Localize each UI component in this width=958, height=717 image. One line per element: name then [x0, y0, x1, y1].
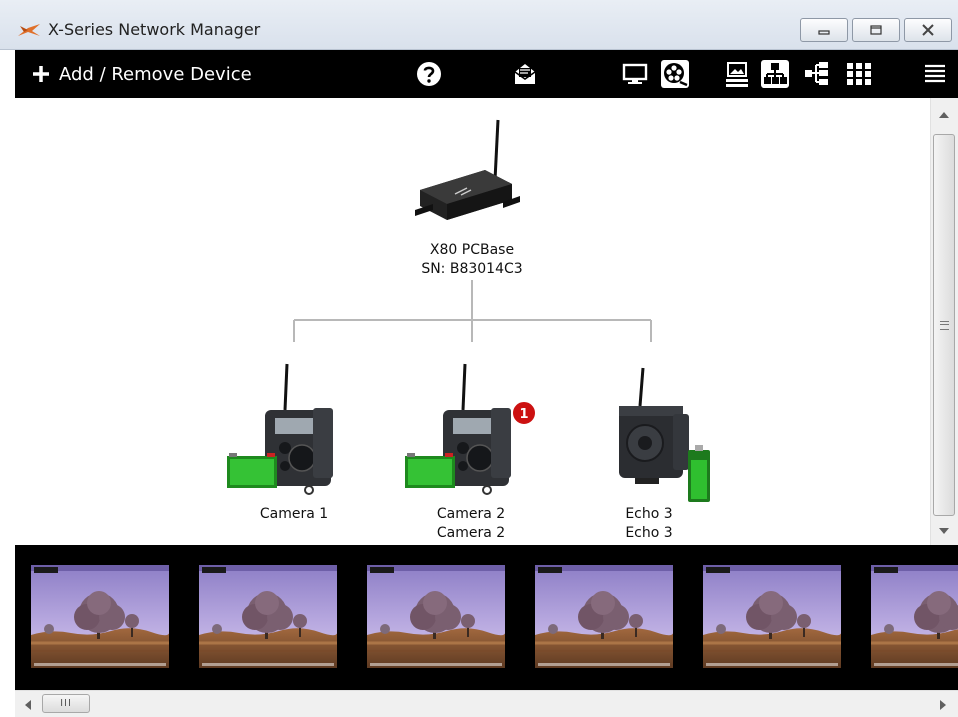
- add-remove-device-button[interactable]: Add / Remove Device: [31, 60, 252, 88]
- close-icon: [922, 24, 934, 36]
- maximize-button[interactable]: [852, 18, 900, 42]
- thumbnail-image[interactable]: [703, 565, 841, 668]
- help-icon[interactable]: [415, 60, 443, 88]
- pcbase-label: X80 PCBase SN: B83014C3: [372, 241, 572, 279]
- thumbnail-image[interactable]: [871, 565, 958, 668]
- thumbnail-image[interactable]: [535, 565, 673, 668]
- scroll-down-arrow-icon[interactable]: [939, 528, 949, 534]
- echo-3-name: Echo 3: [625, 506, 673, 522]
- camera-2-subname: Camera 2: [436, 525, 506, 541]
- close-button[interactable]: [904, 18, 952, 42]
- network-view: 1 X80 PCBase SN: B83014C3 Camera 1 Camer…: [15, 98, 930, 545]
- camera-1-device-icon[interactable]: [227, 363, 333, 495]
- app-logo-icon: [18, 24, 40, 36]
- image-list-icon[interactable]: [723, 60, 751, 88]
- add-remove-device-label: Add / Remove Device: [59, 63, 252, 85]
- hierarchy-icon[interactable]: [803, 60, 831, 88]
- menu-icon[interactable]: [921, 60, 949, 88]
- title-bar: X-Series Network Manager: [0, 0, 958, 50]
- mail-icon[interactable]: [511, 60, 539, 88]
- echo-3-device-icon[interactable]: [619, 367, 710, 502]
- plus-icon: [33, 66, 49, 82]
- thumbnail-image[interactable]: [31, 565, 169, 668]
- thumbnail-image[interactable]: [199, 565, 337, 668]
- image-filmstrip: [15, 545, 958, 690]
- pcbase-name: X80 PCBase: [429, 242, 515, 258]
- network-tree-icon[interactable]: [761, 60, 789, 88]
- vertical-scroll-thumb[interactable]: [933, 134, 955, 516]
- scroll-grip-icon: [940, 321, 949, 330]
- scroll-right-arrow-icon[interactable]: [940, 700, 946, 710]
- camera-2-device-icon[interactable]: [405, 363, 511, 495]
- notification-badge[interactable]: 1: [511, 400, 537, 426]
- horizontal-scrollbar[interactable]: III: [15, 690, 958, 717]
- minimize-button[interactable]: [800, 18, 848, 42]
- monitor-icon[interactable]: [621, 60, 649, 88]
- film-reel-icon[interactable]: [661, 60, 689, 88]
- window-title: X-Series Network Manager: [48, 20, 261, 39]
- camera-1-name: Camera 1: [259, 506, 329, 522]
- pcbase-device-icon[interactable]: [415, 119, 520, 220]
- horizontal-scroll-thumb[interactable]: III: [42, 694, 90, 713]
- camera-1-label: Camera 1: [194, 505, 394, 524]
- pcbase-serial: SN: B83014C3: [421, 261, 523, 277]
- toolbar: Add / Remove Device: [15, 50, 958, 98]
- echo-3-label: Echo 3 Echo 3: [549, 505, 749, 543]
- grid-icon[interactable]: [845, 60, 873, 88]
- echo-3-subname: Echo 3: [625, 525, 673, 541]
- scroll-left-arrow-icon[interactable]: [25, 700, 31, 710]
- camera-2-label: Camera 2 Camera 2: [371, 505, 571, 543]
- maximize-icon: [870, 25, 882, 35]
- minimize-icon: [818, 30, 830, 35]
- connection-lines: [293, 280, 652, 342]
- thumbnail-image[interactable]: [367, 565, 505, 668]
- vertical-scrollbar[interactable]: [930, 98, 958, 545]
- network-diagram: 1: [227, 119, 710, 502]
- notification-badge-count: 1: [519, 407, 528, 422]
- camera-2-name: Camera 2: [436, 506, 506, 522]
- scroll-up-arrow-icon[interactable]: [939, 112, 949, 118]
